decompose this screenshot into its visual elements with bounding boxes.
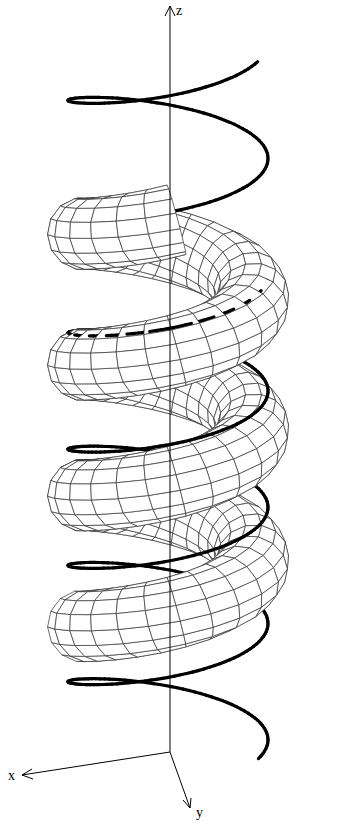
x-arrowhead (22, 769, 33, 779)
helix-curve (258, 756, 260, 759)
tube-facet (243, 264, 262, 276)
tube-facet (176, 337, 211, 359)
tube-facet (91, 499, 123, 515)
helix-curve (172, 443, 178, 444)
tube-facet (116, 611, 148, 630)
axis-label: y (196, 806, 203, 820)
tube-facet (91, 630, 123, 646)
tube-facet (91, 207, 118, 223)
tube-facet (243, 525, 262, 537)
tube-facet (55, 483, 71, 500)
tube-and-helix (48, 62, 289, 759)
helix-curve (170, 560, 176, 561)
tube-facet (116, 218, 148, 237)
tube-facet (91, 614, 119, 631)
tube-facet (176, 599, 211, 621)
tube-facet (70, 615, 92, 631)
tube-facet (91, 599, 118, 615)
axis-label: x (8, 769, 15, 783)
tube-facet (91, 237, 123, 253)
z-arrowhead (165, 6, 175, 16)
helix-curve (67, 99, 71, 103)
tube-facet (206, 590, 239, 614)
tube-facet (145, 606, 180, 627)
tube-facet (55, 352, 71, 369)
tube-facet (91, 352, 119, 369)
y-arrowhead (183, 798, 191, 808)
helix-curve (171, 94, 177, 95)
tube-facet (70, 353, 92, 369)
coordinate-axes (22, 6, 191, 808)
z-axis (170, 6, 171, 752)
tube-facet (243, 383, 261, 395)
y-axis (170, 752, 190, 808)
tube-facet (116, 349, 148, 368)
tube-facet (70, 222, 92, 238)
tube-facet (116, 480, 148, 499)
tube-facet (145, 213, 180, 234)
tube-facet (145, 475, 180, 496)
tube-facet (91, 221, 119, 238)
tube-facet (206, 328, 239, 352)
x-axis (22, 752, 170, 775)
tube-facet (243, 252, 261, 264)
tube-facet (91, 368, 123, 384)
tube-facet (91, 469, 118, 485)
tube-facet (206, 459, 239, 483)
helix-curve (140, 564, 146, 568)
axis-label: z (176, 4, 182, 18)
tube-facet (91, 483, 119, 500)
tube-facet (55, 221, 71, 238)
tube-facet (91, 338, 118, 354)
helix-curve (168, 328, 174, 329)
tube-facet (145, 344, 180, 365)
tube-facet (55, 613, 71, 630)
tube-facet (70, 484, 92, 500)
tube-facet (243, 395, 262, 407)
tube-facet (176, 468, 211, 490)
helix-curve (67, 563, 71, 567)
